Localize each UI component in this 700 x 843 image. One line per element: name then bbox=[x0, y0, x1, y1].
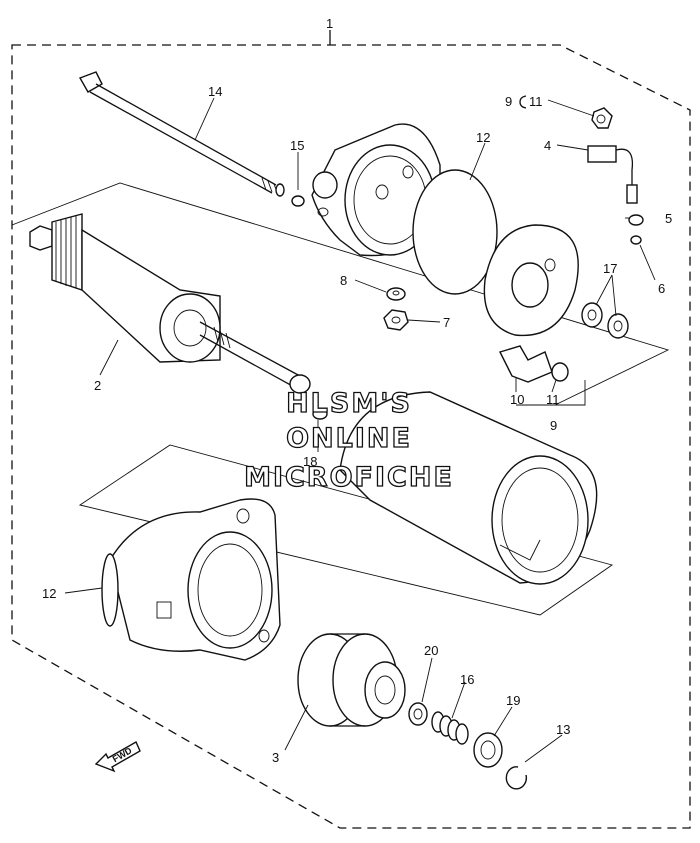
callout-8: 8 bbox=[340, 273, 347, 288]
o-ring-6 bbox=[630, 235, 642, 245]
callout-11-upper: 11 bbox=[529, 94, 543, 109]
front-o-ring bbox=[101, 553, 119, 627]
callout-20: 20 bbox=[424, 643, 438, 658]
callout-14: 14 bbox=[208, 84, 222, 99]
fwd-arrow: FWD bbox=[94, 741, 141, 773]
armature bbox=[29, 213, 311, 394]
nut-11-upper bbox=[591, 107, 613, 129]
through-bolt bbox=[78, 71, 285, 197]
callout-9-lower: 9 bbox=[550, 418, 557, 433]
callout-1: 1 bbox=[326, 16, 333, 31]
nut-7 bbox=[383, 309, 409, 331]
circlip-13 bbox=[505, 766, 528, 790]
callouts: 14 15 12 9 11 4 5 6 17 8 7 2 10 11 9 18 … bbox=[42, 84, 672, 765]
callout-10: 10 bbox=[510, 392, 524, 407]
callout-13: 13 bbox=[556, 722, 570, 737]
callout-5: 5 bbox=[665, 211, 672, 226]
callout-6: 6 bbox=[658, 281, 665, 296]
callout-2: 2 bbox=[94, 378, 101, 393]
washer-17a bbox=[581, 302, 603, 328]
brush-plate bbox=[483, 224, 579, 337]
watermark-line-1: HLSM'S bbox=[286, 388, 412, 419]
callout-11-lower: 11 bbox=[546, 392, 560, 407]
yoke-housing bbox=[339, 391, 598, 585]
callout-17: 17 bbox=[603, 261, 617, 276]
stopper-19 bbox=[473, 732, 503, 768]
callout-7: 7 bbox=[443, 315, 450, 330]
o-ring bbox=[291, 195, 305, 207]
assembly-boundary bbox=[11, 44, 691, 829]
callout-15: 15 bbox=[290, 138, 304, 153]
watermark-line-2: ONLINE bbox=[286, 423, 412, 454]
watermark: HLSM'S ONLINE MICROFICHE bbox=[243, 387, 454, 493]
callout-16: 16 bbox=[460, 672, 474, 687]
callout-3: 3 bbox=[272, 750, 279, 765]
washer-8 bbox=[386, 287, 406, 301]
callout-12-upper: 12 bbox=[476, 130, 490, 145]
callout-12-lower: 12 bbox=[42, 586, 56, 601]
watermark-line-3: MICROFICHE bbox=[244, 462, 454, 493]
front-housing bbox=[109, 498, 281, 661]
callout-4: 4 bbox=[544, 138, 551, 153]
callout-19: 19 bbox=[506, 693, 520, 708]
callout-9-upper: 9 bbox=[505, 94, 512, 109]
washer-5 bbox=[628, 214, 644, 226]
spring-16 bbox=[431, 711, 469, 745]
nut-11-lower bbox=[551, 362, 569, 382]
washer-17b bbox=[607, 313, 629, 339]
o-ring-18 bbox=[312, 408, 328, 420]
callout-18: 18 bbox=[303, 454, 317, 469]
washer-20 bbox=[408, 702, 428, 726]
guide-planes bbox=[11, 182, 670, 616]
leader-lines bbox=[64, 97, 656, 763]
cover-o-ring bbox=[412, 169, 498, 295]
brush-holder-10 bbox=[499, 345, 553, 383]
brush-lead bbox=[587, 145, 638, 204]
pinion-clutch bbox=[297, 633, 406, 727]
